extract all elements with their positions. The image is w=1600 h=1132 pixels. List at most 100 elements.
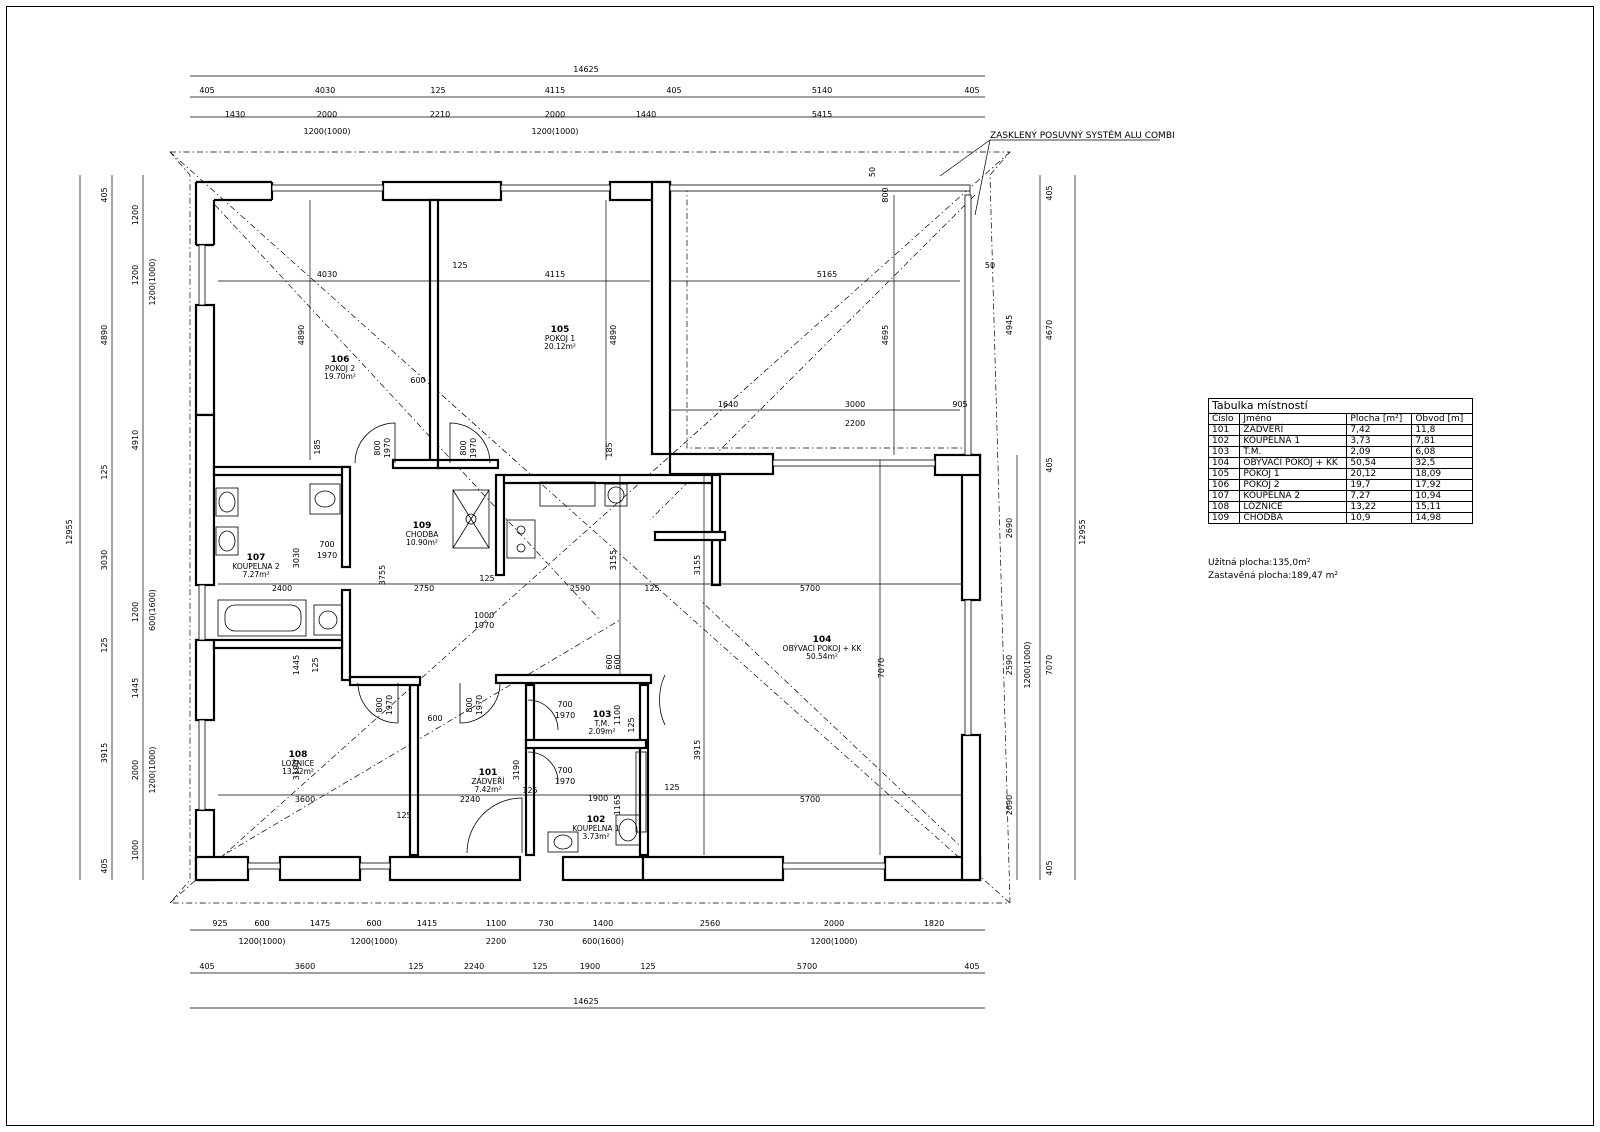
table-cell: T.M. [1239, 446, 1348, 458]
table-cell: 6,08 [1411, 446, 1473, 458]
dim-interior: 1970 [555, 711, 575, 720]
dim-bottom: 405 [964, 962, 979, 971]
room-107-number: 107 [247, 553, 266, 563]
room-table-header: Obvod [m] [1411, 413, 1473, 425]
dim-bottom: 1100 [486, 919, 506, 928]
dim-interior: 125 [627, 717, 636, 732]
dim-interior: 3000 [845, 400, 865, 409]
dim-interior: 800 [465, 697, 474, 712]
dim-interior: 125 [479, 574, 494, 583]
dim-interior: 800 [375, 697, 384, 712]
dim-bottom: 3600 [295, 962, 315, 971]
dim-total-right: 12955 [1078, 519, 1087, 544]
drawing-frame [6, 6, 1594, 1126]
room-107-name: KOUPELNA 2 [232, 562, 279, 571]
dim-right: 2690 [1005, 518, 1014, 538]
dim-bottom: 2000 [824, 919, 844, 928]
dim-bottom: 600 [254, 919, 269, 928]
dim-interior: 185 [313, 439, 322, 454]
dim-right-small: 50 [985, 261, 995, 270]
dim-bottom: 5700 [797, 962, 817, 971]
room-101-number: 101 [479, 768, 498, 778]
dim-interior: 4890 [609, 325, 618, 345]
dim-interior: 905 [952, 400, 967, 409]
dim-interior: 700 [557, 766, 572, 775]
dim-interior: 1165 [613, 795, 622, 815]
dim-bottom: 2240 [464, 962, 484, 971]
dim-interior: 2200 [845, 419, 865, 428]
roof-outline [169, 151, 1011, 904]
dim-left: 125 [100, 637, 109, 652]
room-105-name: POKOJ 1 [545, 334, 575, 343]
dim-left: 1200 [131, 602, 140, 622]
dim-left: 600(1600) [148, 589, 157, 631]
dim-left: 2000 [131, 760, 140, 780]
dim-interior: 800 [459, 440, 468, 455]
dim-interior: 5700 [800, 795, 820, 804]
table-cell: 103 [1207, 446, 1241, 458]
room-109-area: 10.90m² [406, 538, 438, 547]
dim-interior: 1000 [474, 611, 494, 620]
dim-top: 1440 [636, 110, 656, 119]
table-cell: 10,94 [1411, 490, 1473, 502]
dim-bottom: 2200 [486, 937, 506, 946]
dim-interior: 3190 [512, 760, 521, 780]
dim-interior: 1970 [474, 621, 494, 630]
dim-interior: 2400 [272, 584, 292, 593]
dim-interior: 600 [410, 376, 425, 385]
dimension-lines [79, 75, 1160, 1009]
room-102-number: 102 [587, 815, 606, 825]
dim-left: 1445 [131, 678, 140, 698]
dim-right: 405 [1045, 457, 1054, 472]
dim-interior: 1640 [718, 400, 738, 409]
table-cell: POKOJ 2 [1239, 479, 1348, 491]
table-cell: 3,73 [1346, 435, 1413, 447]
dim-interior: 3030 [292, 548, 301, 568]
usable-area-note: Užitná plocha:135,0m² [1208, 558, 1311, 568]
dim-bottom: 600(1600) [582, 937, 624, 946]
table-cell: POKOJ 1 [1239, 468, 1348, 480]
dim-top: 2000 [317, 110, 337, 119]
dim-total-top: 14625 [573, 65, 598, 74]
dim-top: 2000 [545, 110, 565, 119]
dim-top: 4115 [545, 86, 565, 95]
dim-left: 1200 [131, 205, 140, 225]
room-table-title: Tabulka místností [1208, 398, 1473, 414]
dim-interior: 800 [373, 440, 382, 455]
dim-bottom: 600 [366, 919, 381, 928]
dim-interior: 4890 [297, 325, 306, 345]
table-cell: 18,09 [1411, 468, 1473, 480]
dim-left: 405 [100, 858, 109, 873]
table-cell: KOUPELNA 1 [1239, 435, 1348, 447]
dim-interior: 700 [319, 540, 334, 549]
table-cell: 108 [1207, 501, 1241, 513]
dim-right: 7070 [1045, 655, 1054, 675]
dim-bottom: 1400 [593, 919, 613, 928]
dim-interior: 1970 [385, 695, 394, 715]
dim-interior: 3155 [693, 555, 702, 575]
room-103-area: 2.09m² [588, 727, 615, 736]
table-cell: 102 [1207, 435, 1241, 447]
room-table-header: Jméno [1239, 413, 1348, 425]
dim-left: 1000 [131, 840, 140, 860]
table-cell: 32,5 [1411, 457, 1473, 469]
dim-top: 1200(1000) [532, 127, 579, 136]
dim-total-bottom: 14625 [573, 997, 598, 1006]
dim-bottom: 730 [538, 919, 553, 928]
room-105-number: 105 [551, 325, 570, 335]
table-cell: 107 [1207, 490, 1241, 502]
dim-right: 405 [1045, 860, 1054, 875]
room-108-name: LOŽNICE [282, 759, 315, 768]
dim-interior: 185 [605, 442, 614, 457]
room-106-area: 19.70m² [324, 372, 356, 381]
dim-bottom: 1200(1000) [351, 937, 398, 946]
dim-interior: 125 [522, 786, 537, 795]
dim-interior: 600 [427, 714, 442, 723]
dim-left: 405 [100, 187, 109, 202]
table-cell: 104 [1207, 457, 1241, 469]
dim-right: 405 [1045, 185, 1054, 200]
